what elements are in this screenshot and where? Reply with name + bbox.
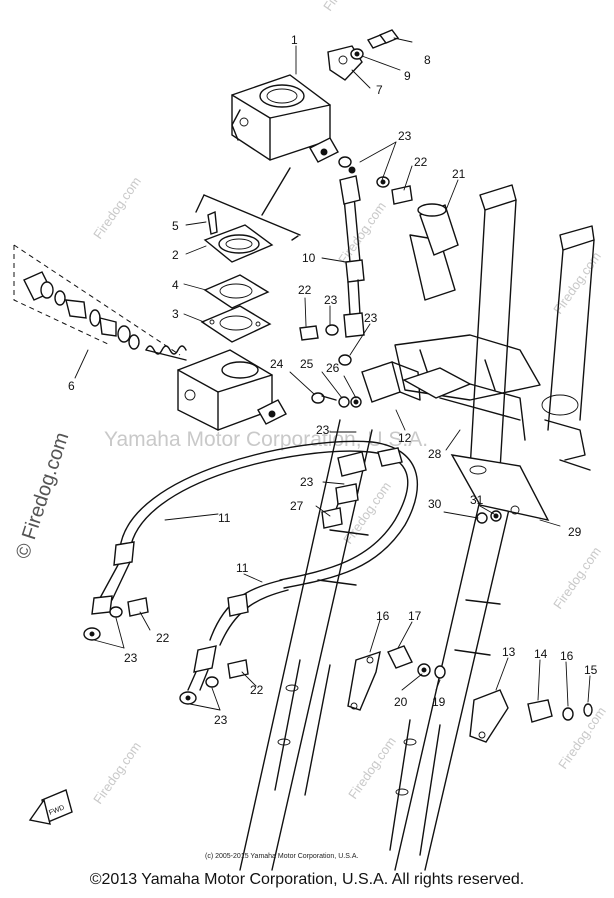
- watermark-firedog-2: Firedog.com: [335, 199, 389, 267]
- part-label-25: 25: [300, 357, 314, 371]
- part-number-labels: 1 8 9 7 23 22 21 5 2 10 4 22 23 3 23 24 …: [68, 33, 598, 727]
- leader-lines: [74, 37, 591, 711]
- page-footer-copyright: ©2013 Yamaha Motor Corporation, U.S.A. A…: [89, 871, 525, 888]
- watermark-firedog-5: Firedog.com: [90, 739, 144, 807]
- part-label-2: 2: [172, 248, 179, 262]
- piston-kit: [23, 271, 187, 361]
- part-label-9: 9: [404, 69, 411, 83]
- part-label-20: 20: [394, 695, 408, 709]
- watermark-firedog-8: Firedog.com: [550, 544, 604, 612]
- part-label-3: 3: [172, 307, 179, 321]
- forward-arrow: FWD: [28, 789, 73, 825]
- part-label-28: 28: [428, 447, 442, 461]
- watermark-firedog-1: Firedog.com: [90, 174, 144, 242]
- part-label-19: 19: [432, 695, 446, 709]
- part-label-11-a: 11: [218, 511, 231, 525]
- part-label-13: 13: [502, 645, 516, 659]
- part-label-29: 29: [568, 525, 582, 539]
- diagram-copyright: (c) 2005-2015 Yamaha Motor Corporation, …: [205, 853, 358, 860]
- part-label-17: 16: [376, 609, 390, 623]
- part-label-26: 26: [326, 361, 340, 375]
- brake-hoses: [91, 166, 419, 691]
- part-label-27: 27: [290, 499, 304, 513]
- watermark-firedog-6: Firedog.com: [345, 734, 399, 802]
- part-label-12: 12: [398, 431, 412, 445]
- assembly-bracket: [13, 167, 301, 356]
- part-label-1: 1: [291, 33, 298, 47]
- part-label-22-b: 22: [298, 283, 312, 297]
- part-label-31: 31: [470, 493, 484, 507]
- front-fork: [239, 184, 595, 871]
- master-cylinder-assembly: [231, 29, 400, 163]
- part-label-23-b: 23: [324, 293, 338, 307]
- part-label-10: 10: [302, 251, 316, 265]
- watermark-firedog-left: © Firedog.com: [12, 430, 74, 562]
- part-label-16: 16: [560, 649, 574, 663]
- part-label-24: 24: [270, 357, 284, 371]
- part-label-22-d: 22: [250, 683, 264, 697]
- part-label-8: 8: [424, 53, 431, 67]
- watermark-firedog-3: Firedog.com: [320, 0, 374, 14]
- brake-joint-and-bolts: [83, 156, 593, 743]
- part-label-23-d: 23: [316, 423, 330, 437]
- part-label-21: 21: [452, 167, 466, 181]
- part-label-22-c: 22: [156, 631, 170, 645]
- part-label-22-a: 22: [414, 155, 428, 169]
- master-cylinder-body-lower: [177, 349, 287, 431]
- part-label-30: 30: [428, 497, 442, 511]
- part-label-23-c: 23: [364, 311, 378, 325]
- part-label-23-g: 23: [214, 713, 228, 727]
- part-label-5: 5: [172, 219, 179, 233]
- reservoir-cap-parts: [200, 210, 274, 343]
- part-label-23-f: 23: [124, 651, 138, 665]
- part-label-14: 14: [534, 647, 548, 661]
- part-label-7: 7: [376, 83, 383, 97]
- part-label-11-b: 11: [236, 561, 249, 575]
- watermark-yamaha: Yamaha Motor Corporation, U.S.A.: [104, 428, 428, 451]
- part-label-15: 15: [584, 663, 598, 677]
- part-label-23-a: 23: [398, 129, 412, 143]
- part-label-4: 4: [172, 278, 179, 292]
- part-label-18: 17: [408, 609, 422, 623]
- part-label-6: 6: [68, 379, 75, 393]
- part-label-23-e: 23: [300, 475, 314, 489]
